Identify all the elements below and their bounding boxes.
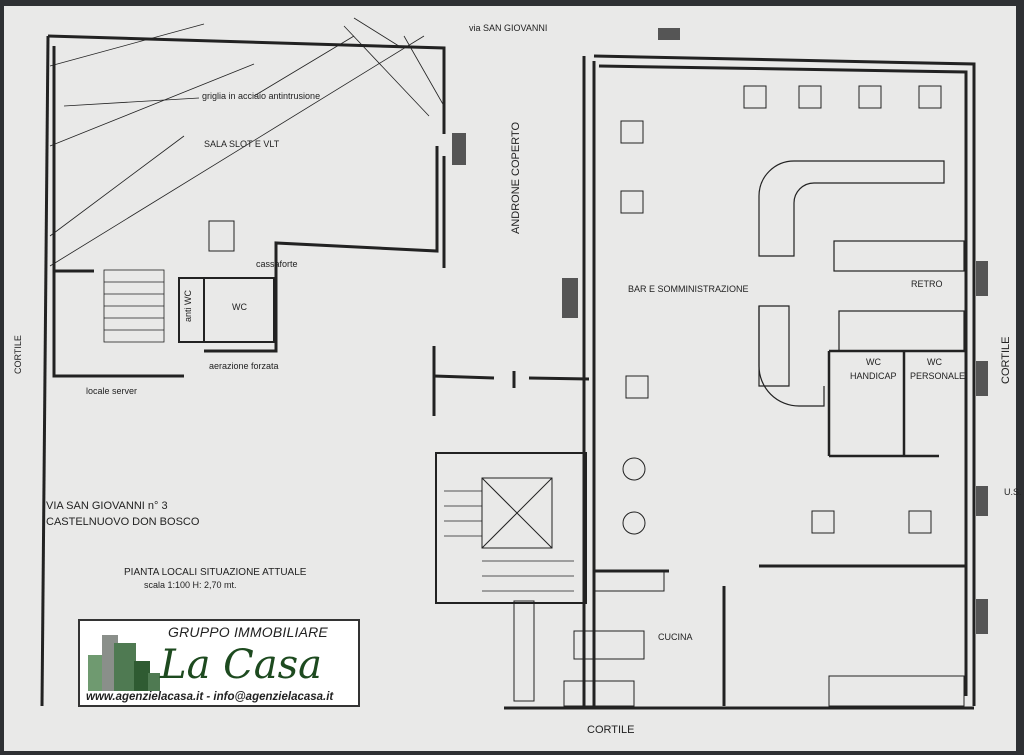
logo-name: La Casa xyxy=(160,642,322,688)
exit-mark: U.S. xyxy=(1004,487,1022,497)
kitchen-fixtures xyxy=(513,570,965,707)
agency-logo: GRUPPO IMMOBILIARE La Casa www.agenziela… xyxy=(78,619,360,707)
courtyard-left-label: CORTILE xyxy=(13,335,23,374)
covered-passage-label: ANDRONE COPERTO xyxy=(510,121,522,234)
buildings-logo-icon xyxy=(88,635,160,691)
wc-staff-label-2: PERSONALE xyxy=(910,371,966,381)
room-label-slot: SALA SLOT E VLT xyxy=(204,139,280,149)
wc-handicap-label-1: WC xyxy=(866,357,881,367)
tables xyxy=(620,85,942,535)
plan-title: PIANTA LOCALI SITUAZIONE ATTUALE xyxy=(124,567,307,578)
left-unit-walls xyxy=(40,34,596,707)
back-room-label: RETRO xyxy=(911,279,943,289)
wc-block xyxy=(178,220,275,343)
address-line-1: VIA SAN GIOVANNI n° 3 xyxy=(46,500,168,512)
scale-note: scala 1:100 H: 2,70 mt. xyxy=(144,580,237,590)
grille-lines xyxy=(49,17,445,267)
wc-label: WC xyxy=(232,302,247,312)
address-line-2: CASTELNUOVO DON BOSCO xyxy=(46,516,200,528)
courtyard-bottom-label: CORTILE xyxy=(587,724,635,736)
street-label-top: via SAN GIOVANNI xyxy=(469,23,548,33)
anti-wc-label: anti WC xyxy=(183,289,193,322)
kitchen-label: CUCINA xyxy=(658,632,693,642)
ventilation-label: aerazione forzata xyxy=(209,361,279,371)
safe-label: cassaforte xyxy=(256,259,298,269)
courtyard-right-label: CORTILE xyxy=(1000,336,1012,384)
window-marks xyxy=(452,28,988,634)
logo-top-text: GRUPPO IMMOBILIARE xyxy=(168,624,328,640)
grille-note: griglia in acciaio antintrusione xyxy=(202,91,321,101)
bar-counter xyxy=(758,160,966,458)
server-room-label: locale server xyxy=(86,386,138,396)
wc-handicap-label-2: HANDICAP xyxy=(850,371,897,381)
floor-plan-drawing xyxy=(40,17,988,710)
right-unit-walls xyxy=(504,54,976,710)
stair-core xyxy=(435,452,587,604)
stairs-left xyxy=(103,269,165,343)
passage-marks xyxy=(432,346,590,416)
logo-contact: www.agenzielacasa.it - info@agenzielacas… xyxy=(86,691,334,703)
wc-staff-label-1: WC xyxy=(927,357,942,367)
bar-room-label: BAR E SOMMINISTRAZIONE xyxy=(628,284,749,294)
